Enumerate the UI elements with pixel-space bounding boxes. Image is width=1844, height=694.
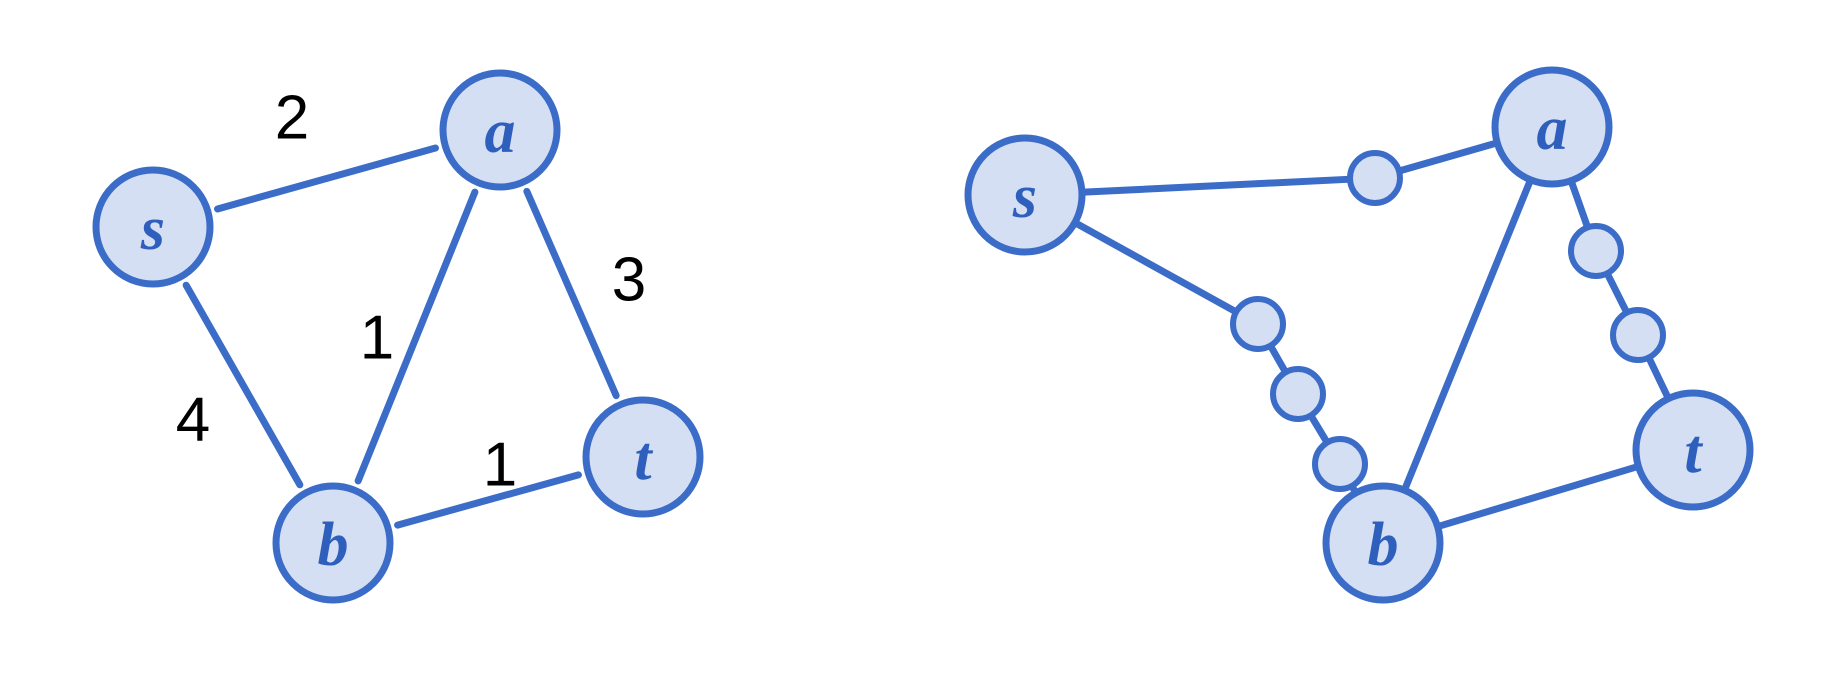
right-panel-subdivision-nodes — [1230, 150, 1666, 492]
edge-weight-a-b: 1 — [360, 304, 394, 373]
edge-a-b-seg1 — [1401, 178, 1534, 492]
node-circle-t — [582, 396, 704, 518]
edge-weight-s-a: 2 — [275, 84, 309, 153]
node-s2: s — [964, 134, 1086, 256]
right-panel-nodes: s a b t — [964, 66, 1754, 604]
edge-a-t-seg1 — [1568, 179, 1591, 230]
node-circle-b2 — [1322, 482, 1444, 604]
node-label-b: b — [318, 511, 349, 579]
node-circle-a — [439, 69, 561, 191]
subdivision-node-at-1 — [1568, 223, 1624, 279]
node-circle-s — [92, 166, 214, 288]
edge-s-b-seg2 — [1267, 343, 1289, 375]
edge-s-b — [182, 281, 304, 489]
node-circle-t2 — [1632, 389, 1754, 511]
node-b: b — [272, 482, 394, 604]
edge-weight-b-t: 1 — [483, 431, 517, 500]
node-a: a — [439, 69, 561, 191]
node-label-s2: s — [1012, 163, 1037, 231]
node-circle-s2 — [964, 134, 1086, 256]
edge-a-b — [354, 188, 479, 485]
edge-weight-a-t: 3 — [612, 246, 646, 315]
node-label-a: a — [485, 98, 516, 166]
node-label-t: t — [634, 425, 653, 493]
subdivision-node-sb-2 — [1270, 366, 1326, 422]
subdivision-node-sa-1 — [1347, 150, 1403, 206]
left-panel-edges — [182, 144, 620, 529]
edge-s-a-seg2 — [1397, 139, 1499, 175]
left-panel-edge-weights: 2 4 1 3 1 — [176, 84, 646, 500]
node-b2: b — [1322, 482, 1444, 604]
edge-s-a — [214, 144, 439, 213]
edge-s-b-seg3 — [1308, 413, 1330, 445]
left-panel-nodes: s a b t — [92, 69, 704, 604]
edge-s-a-seg1 — [1080, 175, 1352, 196]
edge-a-t-seg3 — [1646, 355, 1672, 401]
node-circle-b — [272, 482, 394, 604]
edge-b-t-seg1 — [1436, 463, 1640, 530]
edge-a-t-seg2 — [1604, 271, 1630, 315]
node-circle-a2 — [1491, 66, 1613, 188]
edge-weight-s-b: 4 — [176, 386, 210, 455]
subdivision-node-sb-1 — [1230, 296, 1286, 352]
edge-s-b-seg1 — [1073, 220, 1238, 315]
right-panel-edges — [1073, 139, 1672, 530]
subdivision-node-sb-3 — [1312, 436, 1368, 492]
node-t: t — [582, 396, 704, 518]
node-a2: a — [1491, 66, 1613, 188]
node-label-b2: b — [1368, 511, 1399, 579]
node-label-a2: a — [1537, 95, 1568, 163]
node-s: s — [92, 166, 214, 288]
edge-b-t — [394, 471, 582, 529]
node-label-t2: t — [1684, 418, 1703, 486]
subdivision-node-at-2 — [1610, 307, 1666, 363]
node-t2: t — [1632, 389, 1754, 511]
edge-a-t — [523, 187, 620, 400]
node-label-s: s — [140, 195, 165, 263]
